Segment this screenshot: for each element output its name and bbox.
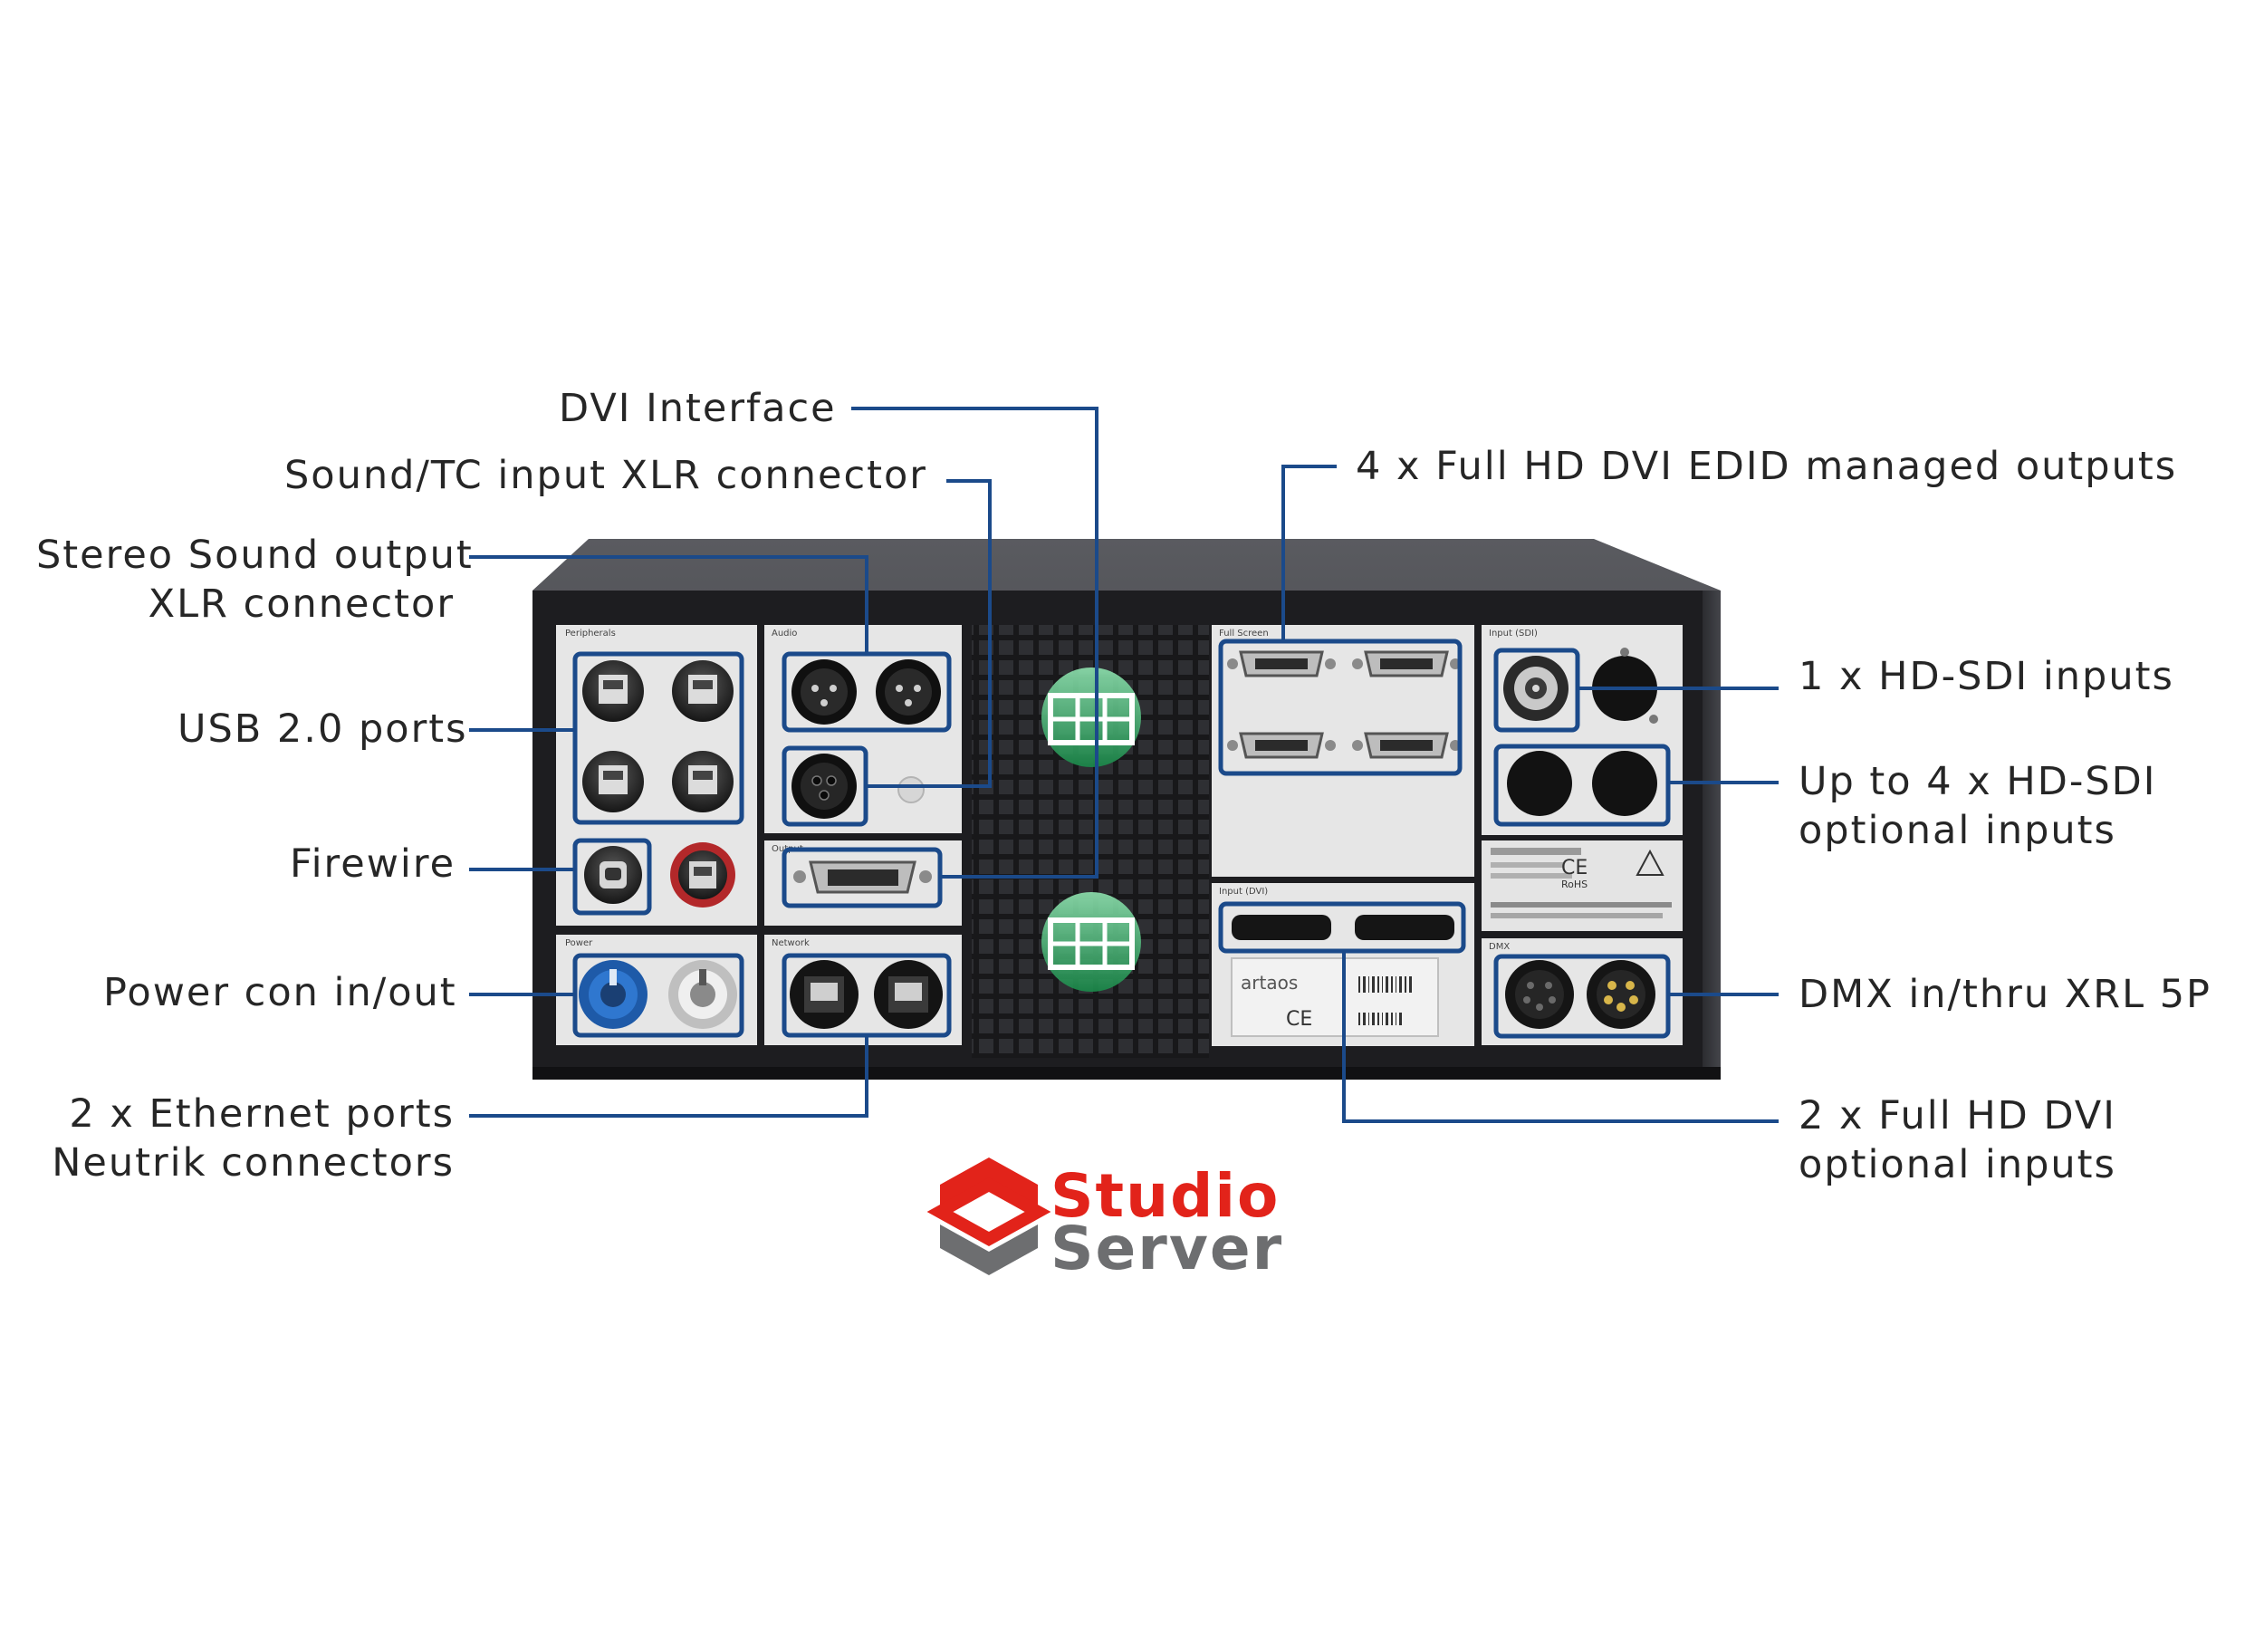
sdi-blank-plate-icon xyxy=(1507,751,1572,816)
dvi-input-icon xyxy=(1232,915,1331,940)
dvi-output-icon xyxy=(1227,732,1336,759)
screw-icon xyxy=(1620,648,1629,657)
usb-port-icon xyxy=(672,751,734,812)
fan-lower xyxy=(1041,892,1141,992)
panel-label-dmx: DMX xyxy=(1489,942,1510,952)
dvi-inputs xyxy=(1232,915,1454,940)
logo-word-studio: Studio xyxy=(1050,1161,1281,1231)
ethernet-ports xyxy=(790,960,943,1029)
barcode-icon xyxy=(1358,976,1412,1025)
label-ethernet: 2 x Ethernet ports Neutrik connectors xyxy=(36,1090,455,1187)
panel-label-network: Network xyxy=(772,938,810,948)
highlight-usb xyxy=(572,651,744,825)
label-usb-ports: USB 2.0 ports xyxy=(177,706,468,752)
label-sound-tc-input: Sound/TC input XLR connector xyxy=(284,453,927,498)
label-hd-sdi-optional-line2: optional inputs xyxy=(1799,808,2116,853)
power-in-icon xyxy=(579,960,648,1029)
label-dvi-outputs: 4 x Full HD DVI EDID managed outputs xyxy=(1356,444,2178,489)
leader-dvi-interface xyxy=(851,407,1098,879)
ce-mark: CE xyxy=(1561,857,1588,879)
audio-screw-icon xyxy=(897,776,925,803)
hd-sdi-inputs xyxy=(1503,648,1658,816)
brand-text: artaos xyxy=(1241,972,1298,994)
ethernet-port-icon xyxy=(874,960,943,1029)
label-stereo-output-line1: Stereo Sound output xyxy=(36,533,474,578)
chassis-base xyxy=(532,1067,1721,1080)
power-out-icon xyxy=(668,960,737,1029)
label-hd-sdi-optional-line1: Up to 4 x HD-SDI xyxy=(1799,759,2157,804)
panel-label-full-screen: Full Screen xyxy=(1219,629,1269,639)
usb-port-icon xyxy=(582,660,644,722)
label-dvi-optional-line2: optional inputs xyxy=(1799,1142,2116,1187)
dvi-output-icon xyxy=(1352,732,1461,759)
fan-grille xyxy=(972,625,1209,1058)
highlight-dvi-outputs xyxy=(1218,639,1463,776)
leader-sound-input xyxy=(866,479,992,788)
label-hd-sdi-optional: Up to 4 x HD-SDI optional inputs xyxy=(1799,757,2156,855)
leader-ethernet xyxy=(469,1035,868,1118)
chassis-side xyxy=(1703,591,1721,1078)
dmx-in-icon xyxy=(1505,960,1574,1029)
label-hd-sdi-input: 1 x HD-SDI inputs xyxy=(1799,654,2174,699)
panel-label-input-sdi: Input (SDI) xyxy=(1489,629,1538,639)
label-stereo-output-line2: XLR connector xyxy=(148,581,455,627)
dvi-outputs xyxy=(1227,650,1461,759)
label-dvi-optional: 2 x Full HD DVI optional inputs xyxy=(1799,1091,2116,1189)
dvi-interface-connector xyxy=(793,860,932,894)
ce-mark: CE xyxy=(1286,1008,1312,1031)
leader-lines xyxy=(469,407,1779,1123)
panel-label-power: Power xyxy=(565,938,593,948)
highlight-hd-sdi-optional xyxy=(1493,744,1671,827)
label-dvi-optional-line1: 2 x Full HD DVI xyxy=(1799,1093,2116,1138)
label-power-con: Power con in/out xyxy=(103,970,457,1015)
screw-icon xyxy=(1649,715,1658,724)
ethernet-port-icon xyxy=(790,960,859,1029)
label-ethernet-line2: Neutrik connectors xyxy=(52,1140,455,1186)
audio-xlr xyxy=(791,659,941,819)
dmx-thru-icon xyxy=(1587,960,1655,1029)
logo-word-server: Server xyxy=(1050,1214,1284,1283)
certification-sticker: CE RoHS xyxy=(1491,848,1672,918)
xlr-input-icon xyxy=(791,754,857,819)
panel-label-peripherals: Peripherals xyxy=(565,629,616,639)
panel-label-audio: Audio xyxy=(772,629,797,639)
bnc-connector-icon xyxy=(1503,656,1568,721)
firewire-port-icon xyxy=(584,846,642,904)
dvi-output-icon xyxy=(1227,650,1336,677)
dvi-output-icon xyxy=(1352,650,1461,677)
firewire-ports xyxy=(584,842,735,908)
label-dmx: DMX in/thru XRL 5P xyxy=(1799,972,2211,1017)
fan-upper xyxy=(1041,668,1141,767)
panel-label-input-dvi: Input (DVI) xyxy=(1219,887,1268,897)
highlight-firewire xyxy=(572,838,652,916)
sdi-blank-plate-icon xyxy=(1592,751,1657,816)
usb-port-icon xyxy=(582,751,644,812)
product-label: artaos CE xyxy=(1231,957,1439,1037)
label-dvi-interface: DVI Interface xyxy=(559,386,837,431)
firewire-port-icon xyxy=(670,842,735,908)
leader-dvi-outputs xyxy=(1281,465,1337,641)
leader-stereo-output xyxy=(469,555,868,654)
rohs-mark: RoHS xyxy=(1561,879,1588,890)
warning-triangle-icon xyxy=(1636,849,1664,876)
label-firewire: Firewire xyxy=(290,841,456,887)
label-ethernet-line1: 2 x Ethernet ports xyxy=(69,1091,455,1137)
usb-ports xyxy=(582,660,734,812)
studio-server-logo-icon xyxy=(926,1157,1051,1275)
usb-port-icon xyxy=(672,660,734,722)
xlr-output-icon xyxy=(791,659,857,725)
xlr-output-icon xyxy=(876,659,941,725)
leader-dvi-optional xyxy=(1342,951,1779,1123)
label-stereo-output: Stereo Sound output XLR connector xyxy=(36,531,474,629)
dvi-input-icon xyxy=(1355,915,1454,940)
power-connectors xyxy=(579,960,737,1029)
dmx-connectors xyxy=(1505,960,1655,1029)
